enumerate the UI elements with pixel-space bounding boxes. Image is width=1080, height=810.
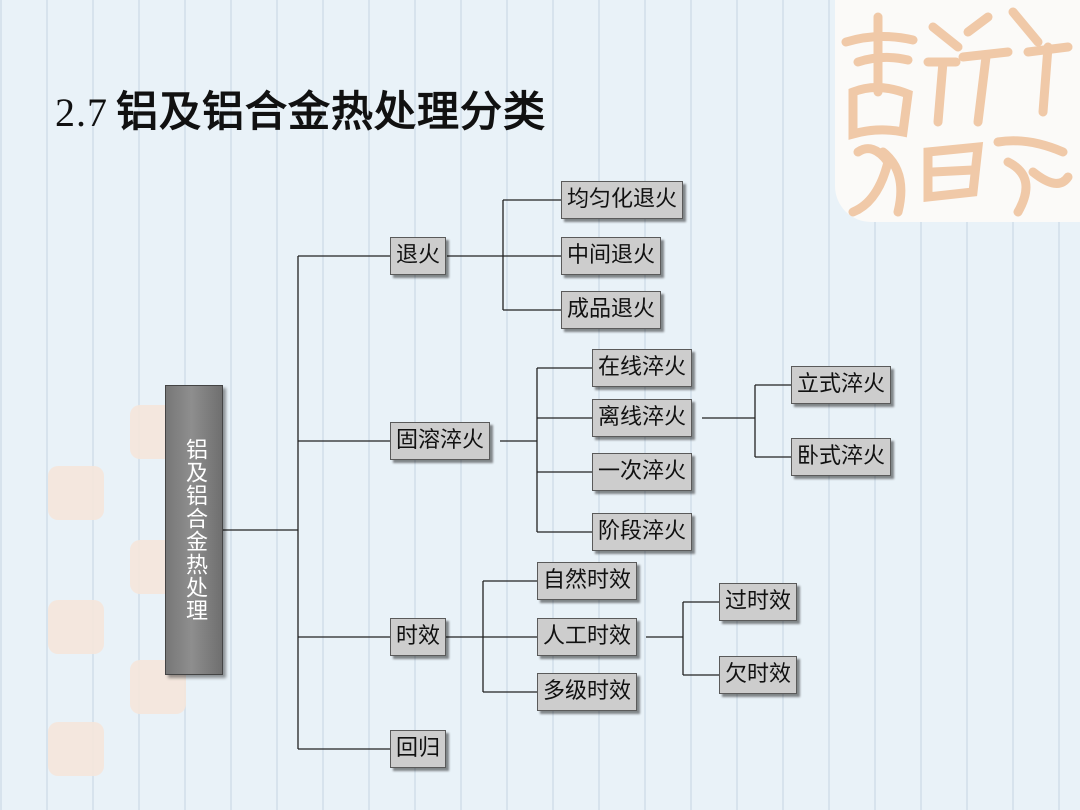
seal-stamp-icon <box>48 722 104 776</box>
node-natural-aging: 自然时效 <box>537 562 638 600</box>
root-label: 铝及铝合金热处理 <box>182 438 207 622</box>
root-node: 铝及铝合金热处理 <box>165 385 223 675</box>
title-text: 铝及铝合金热处理分类 <box>116 87 547 136</box>
node-artificial-aging: 人工时效 <box>537 618 638 656</box>
node-online-quenching: 在线淬火 <box>592 349 693 387</box>
node-stage-quenching: 阶段淬火 <box>592 513 693 551</box>
node-homogenizing-annealing: 均匀化退火 <box>561 181 684 219</box>
node-solution-quenching: 固溶淬火 <box>390 422 491 460</box>
section-number: 2.7 <box>55 90 108 135</box>
node-multistage-aging: 多级时效 <box>537 673 638 711</box>
node-intermediate-annealing: 中间退火 <box>561 237 662 275</box>
node-horizontal-quenching: 卧式淬火 <box>791 438 892 476</box>
seal-stamp-icon <box>48 466 104 520</box>
node-aging: 时效 <box>390 618 447 656</box>
node-retrogression: 回归 <box>390 730 447 768</box>
node-vertical-quenching: 立式淬火 <box>791 366 892 404</box>
node-single-quenching: 一次淬火 <box>592 453 693 491</box>
auspicious-seal-logo <box>838 2 1076 220</box>
node-final-annealing: 成品退火 <box>561 291 662 329</box>
node-under-aging: 欠时效 <box>719 656 798 694</box>
seal-stamp-icon <box>48 600 104 654</box>
node-over-aging: 过时效 <box>719 583 798 621</box>
node-annealing: 退火 <box>390 237 447 275</box>
node-offline-quenching: 离线淬火 <box>592 399 693 437</box>
